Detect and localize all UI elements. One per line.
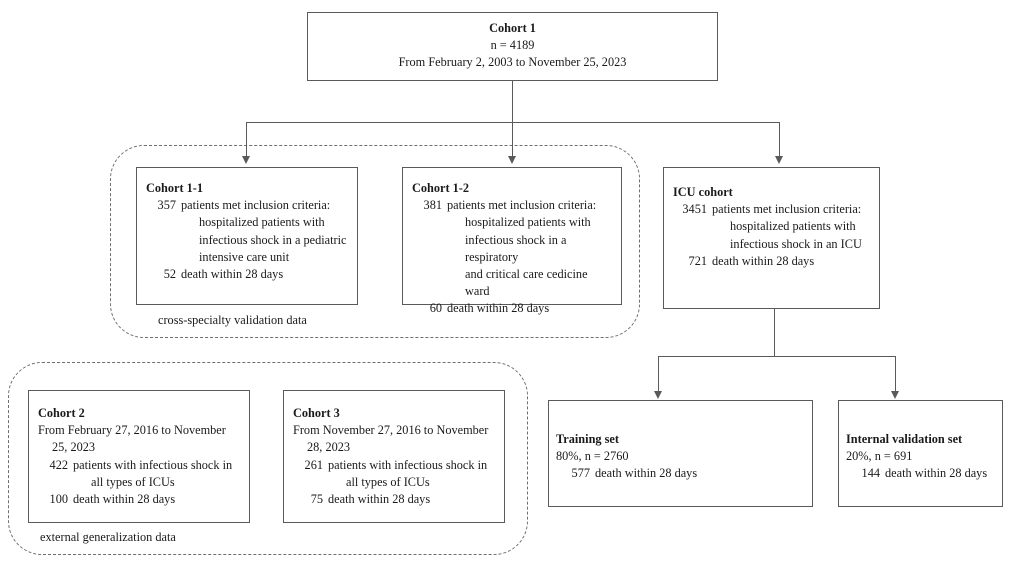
cohort-2-count: 422 bbox=[49, 457, 68, 472]
icu-cohort-deaths: 721 bbox=[688, 253, 707, 268]
training-set-deaths-label: death within 28 days bbox=[595, 466, 698, 481]
connector-to-cohort-1-1 bbox=[246, 122, 248, 158]
cohort-1-1-title: Cohort 1-1 bbox=[146, 181, 204, 195]
cohort-2-detail-row-1: all types of ICUs bbox=[38, 474, 243, 491]
cohort-1-2-deaths: 60 bbox=[429, 301, 442, 316]
connector-cohort1-trunk bbox=[512, 81, 514, 123]
icu-cohort-detail-2: infectious shock in an ICU bbox=[730, 236, 862, 251]
cohort-3-criteria-row: 261 patients with infectious shock in bbox=[293, 457, 498, 474]
cohort-1-title: Cohort 1 bbox=[489, 21, 536, 35]
arrowhead-to-internal-validation-set bbox=[890, 391, 899, 399]
connector-to-icu-cohort bbox=[779, 122, 781, 158]
external-generalization-region-label: external generalization data bbox=[40, 530, 176, 544]
cohort-1-2-deaths-row: 60 death within 28 days bbox=[412, 300, 615, 317]
connector-to-training-set bbox=[658, 356, 660, 392]
cohort-3-box: Cohort 3 From November 27, 2016 to Novem… bbox=[283, 390, 505, 523]
internal-validation-set-split: 20%, n = 691 bbox=[846, 449, 913, 464]
icu-cohort-detail-row-2: infectious shock in an ICU bbox=[673, 236, 873, 253]
arrowhead-to-training-set bbox=[653, 391, 662, 399]
arrowhead-to-icu-cohort bbox=[774, 156, 783, 164]
cohort-1-box: Cohort 1 n = 4189 From February 2, 2003 … bbox=[307, 12, 718, 81]
cohort-1-period: From February 2, 2003 to November 25, 20… bbox=[398, 55, 627, 70]
cross-specialty-region-label: cross-specialty validation data bbox=[158, 313, 307, 327]
cohort-1-1-criteria: patients met inclusion criteria: bbox=[181, 198, 331, 213]
cohort-1-1-box: Cohort 1-1 357 patients met inclusion cr… bbox=[136, 167, 358, 305]
arrowhead-to-cohort-1-2 bbox=[507, 156, 516, 164]
cohort-1-2-detail-2: infectious shock in a respiratory bbox=[465, 232, 567, 264]
connector-to-internal-validation-set bbox=[895, 356, 897, 392]
cohort-1-1-detail-3: intensive care unit bbox=[199, 249, 290, 264]
cohort-2-deaths: 100 bbox=[49, 492, 68, 507]
icu-cohort-box: ICU cohort 3451 patients met inclusion c… bbox=[663, 167, 880, 309]
icu-cohort-count: 3451 bbox=[682, 202, 707, 217]
cohort-1-2-detail-row-1: hospitalized patients with bbox=[412, 214, 615, 231]
training-set-box: Training set 80%, n = 2760 577 death wit… bbox=[548, 400, 813, 507]
connector-icu-split-bar bbox=[658, 356, 896, 358]
cohort-1-1-count: 357 bbox=[157, 198, 176, 213]
cohort-3-title: Cohort 3 bbox=[293, 406, 340, 420]
cohort-1-2-detail-3: and critical care cedicine ward bbox=[465, 267, 588, 299]
cohort-2-criteria: patients with infectious shock in bbox=[73, 457, 233, 472]
cohort-1-2-count: 381 bbox=[423, 198, 442, 213]
cohort-3-deaths-label: death within 28 days bbox=[328, 492, 431, 507]
training-set-deaths: 577 bbox=[571, 466, 590, 481]
connector-icu-trunk bbox=[774, 309, 776, 357]
connector-to-cohort-1-2 bbox=[512, 122, 514, 158]
cohort-1-2-detail-1: hospitalized patients with bbox=[465, 215, 591, 230]
cohort-2-deaths-label: death within 28 days bbox=[73, 492, 176, 507]
cohort-2-deaths-row: 100 death within 28 days bbox=[38, 491, 243, 508]
cohort-1-n: n = 4189 bbox=[490, 38, 535, 53]
internal-validation-set-deaths: 144 bbox=[861, 466, 880, 481]
training-set-split: 80%, n = 2760 bbox=[556, 449, 629, 464]
icu-cohort-deaths-row: 721 death within 28 days bbox=[673, 253, 873, 270]
cohort-3-deaths: 75 bbox=[310, 492, 323, 507]
cohort-1-2-box: Cohort 1-2 381 patients met inclusion cr… bbox=[402, 167, 622, 315]
cohort-2-period: From February 27, 2016 to November 25, 2… bbox=[38, 423, 226, 455]
training-set-title: Training set bbox=[556, 432, 619, 446]
cohort-1-1-criteria-row: 357 patients met inclusion criteria: bbox=[146, 197, 351, 214]
icu-cohort-deaths-label: death within 28 days bbox=[712, 253, 815, 268]
cohort-1-1-detail-row-2: infectious shock in a pediatric bbox=[146, 232, 351, 249]
cohort-3-period: From November 27, 2016 to November 28, 2… bbox=[293, 423, 489, 455]
external-generalization-region bbox=[8, 362, 528, 555]
cohort-1-2-title: Cohort 1-2 bbox=[412, 181, 470, 195]
icu-cohort-criteria-row: 3451 patients met inclusion criteria: bbox=[673, 201, 873, 218]
cohort-2-criteria-row: 422 patients with infectious shock in bbox=[38, 457, 243, 474]
cohort-3-criteria: patients with infectious shock in bbox=[328, 457, 488, 472]
cohort-1-2-deaths-label: death within 28 days bbox=[447, 301, 550, 316]
cohort-1-1-detail-row-1: hospitalized patients with bbox=[146, 214, 351, 231]
icu-cohort-detail-1: hospitalized patients with bbox=[730, 219, 856, 234]
cohort-2-title: Cohort 2 bbox=[38, 406, 85, 420]
cohort-1-2-criteria: patients met inclusion criteria: bbox=[447, 198, 597, 213]
internal-validation-set-deaths-row: 144 death within 28 days bbox=[846, 465, 996, 482]
cohort-1-2-detail-row-2: infectious shock in a respiratory bbox=[412, 232, 615, 266]
cohort-3-detail-row-1: all types of ICUs bbox=[293, 474, 498, 491]
cohort-3-count: 261 bbox=[304, 457, 323, 472]
internal-validation-set-title: Internal validation set bbox=[846, 432, 963, 446]
icu-cohort-title: ICU cohort bbox=[673, 185, 733, 199]
internal-validation-set-deaths-label: death within 28 days bbox=[885, 466, 988, 481]
arrowhead-to-cohort-1-1 bbox=[241, 156, 250, 164]
internal-validation-set-box: Internal validation set 20%, n = 691 144… bbox=[838, 400, 1003, 507]
icu-cohort-detail-row-1: hospitalized patients with bbox=[673, 218, 873, 235]
cohort-2-box: Cohort 2 From February 27, 2016 to Novem… bbox=[28, 390, 250, 523]
cohort-1-2-detail-row-3: and critical care cedicine ward bbox=[412, 266, 615, 300]
cohort-1-2-criteria-row: 381 patients met inclusion criteria: bbox=[412, 197, 615, 214]
cohort-2-detail-1: all types of ICUs bbox=[91, 474, 175, 489]
cohort-1-1-deaths-label: death within 28 days bbox=[181, 267, 284, 282]
cohort-1-1-deaths: 52 bbox=[163, 267, 176, 282]
icu-cohort-criteria: patients met inclusion criteria: bbox=[712, 202, 862, 217]
cohort-1-1-detail-2: infectious shock in a pediatric bbox=[199, 232, 347, 247]
training-set-deaths-row: 577 death within 28 days bbox=[556, 465, 806, 482]
cohort-1-1-deaths-row: 52 death within 28 days bbox=[146, 266, 351, 283]
cohort-3-detail-1: all types of ICUs bbox=[346, 474, 430, 489]
cohort-1-1-detail-row-3: intensive care unit bbox=[146, 249, 351, 266]
cross-specialty-region bbox=[110, 145, 640, 338]
cohort-1-1-detail-1: hospitalized patients with bbox=[199, 215, 325, 230]
cohort-3-deaths-row: 75 death within 28 days bbox=[293, 491, 498, 508]
